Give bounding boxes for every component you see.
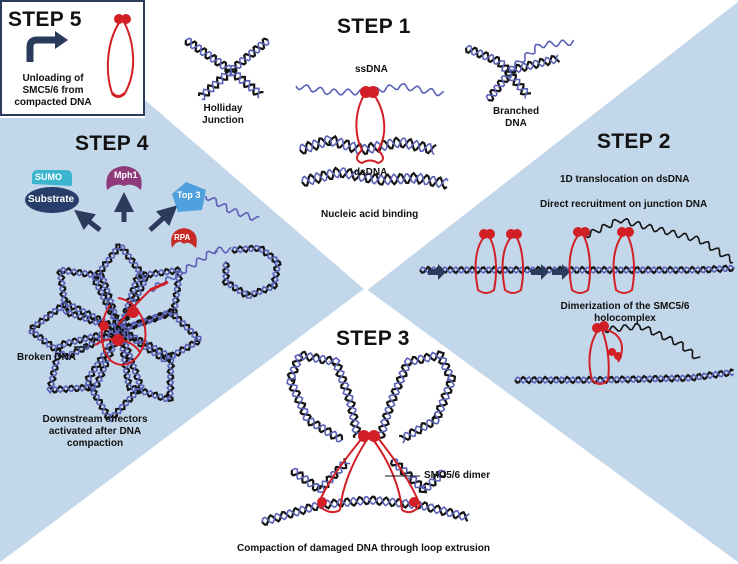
step4-loop-0-strand-b xyxy=(57,266,122,333)
step4-caption-line2: activated after DNA xyxy=(48,426,142,437)
step2-smc-rings xyxy=(474,227,636,385)
branched-arm1-strand-b xyxy=(465,44,529,99)
step4-loop-4-strand-b xyxy=(117,329,175,403)
step1-smc-complex xyxy=(355,86,386,165)
step5-smc-ring xyxy=(106,14,135,98)
step2-line2: Direct recruitment on junction DNA xyxy=(540,199,708,210)
substrate-shape xyxy=(25,187,79,213)
dsdna-top-strand-b xyxy=(299,135,435,156)
step2-track-strand-b xyxy=(419,264,735,275)
step5-caption-line1: Unloading of xyxy=(22,73,84,84)
step4-caption: Downstream effectors activated after DNA… xyxy=(30,414,160,450)
step4-loop-6-strand-a xyxy=(46,326,123,394)
step3-caption: Compaction of damaged DNA through loop e… xyxy=(237,543,490,554)
step4-effector-arrows xyxy=(74,192,178,232)
branched-line2: DNA xyxy=(505,118,527,129)
step4-smc-complexes xyxy=(94,280,169,366)
holliday-junction-label: Holliday Junction xyxy=(193,103,253,127)
dsdna-label: dsDNA xyxy=(354,167,388,178)
step5-caption-line3: compacted DNA xyxy=(14,97,92,108)
holliday-line1: Holliday xyxy=(203,103,243,114)
step1-title: STEP 1 xyxy=(337,15,411,38)
step2-panel xyxy=(365,0,738,564)
step2-loop xyxy=(584,217,734,264)
step4-loop-1-strand-b xyxy=(92,244,147,331)
holliday-arm2-strand-a xyxy=(197,37,269,97)
step2-line1: 1D translocation on dsDNA xyxy=(560,174,690,185)
dsdna-bottom-strand-a xyxy=(301,166,448,190)
broken-dna-label: Broken DNA xyxy=(17,352,76,363)
step3-base-strand-b xyxy=(261,495,470,524)
step3-right-arm-strand-b xyxy=(391,458,446,491)
dsdna-top-strand-a xyxy=(299,134,437,155)
ssdna-label: ssDNA xyxy=(355,64,388,75)
step4-loop-5-strand-b xyxy=(84,329,145,423)
branched-arm1-strand-a xyxy=(464,46,531,96)
step5-turn-arrowhead xyxy=(55,31,68,49)
sumo-shape xyxy=(32,170,72,186)
step3-loop-left-strand-b xyxy=(286,351,362,443)
divider-lower-left xyxy=(0,288,366,564)
step3-loop-right-strand-b xyxy=(376,351,455,444)
step3-right-arm-strand-a xyxy=(390,459,447,494)
mph1-label: Mph1 xyxy=(114,170,138,180)
holliday-arm2-strand-b xyxy=(201,39,270,101)
divider-lower-right xyxy=(364,288,738,564)
step2-title: STEP 2 xyxy=(597,130,671,153)
step3-loop-left-strand-a xyxy=(286,350,362,441)
step4-circle-strand-a xyxy=(221,244,282,298)
step4-title: STEP 4 xyxy=(75,132,149,155)
rpa-shape xyxy=(171,228,197,248)
step2-dimer-line2: holocomplex xyxy=(594,313,656,324)
rpa-label: RPA xyxy=(174,233,191,242)
step3-title: STEP 3 xyxy=(336,327,410,350)
step3-base-strand-a xyxy=(261,495,469,526)
top3-label: Top 3 xyxy=(177,190,201,200)
smc56-dimer-label: SMC5/6 dimer xyxy=(424,470,491,481)
step2-lower-strand-b xyxy=(514,369,735,385)
step5-caption-line2: SMC5/6 from xyxy=(22,85,84,96)
branched-arm2-strand-b xyxy=(485,54,559,101)
dna-strands xyxy=(28,37,735,526)
step1-caption: Nucleic acid binding xyxy=(321,209,419,220)
step2-track-strand-a xyxy=(419,264,735,275)
top3-tail xyxy=(205,195,260,222)
divider-upper-right xyxy=(364,0,738,292)
step4-caption-line1: Downstream effectors xyxy=(42,414,148,425)
step2-dimer-line1: Dimerization of the SMC5/6 xyxy=(560,301,690,312)
substrate-label: Substrate xyxy=(28,194,75,205)
dsdna-bottom-strand-b xyxy=(301,167,449,189)
step2-dimer-caption: Dimerization of the SMC5/6 holocomplex xyxy=(550,301,700,325)
step5-title: STEP 5 xyxy=(8,8,82,31)
top3-shape xyxy=(172,182,206,212)
branched-dna-label: Branched DNA xyxy=(488,106,544,130)
step4-loop-4-strand-a xyxy=(116,328,176,403)
holliday-line2: Junction xyxy=(202,115,244,126)
step2-lower-loop xyxy=(603,322,701,360)
step3-smc-dimer xyxy=(317,430,421,514)
branched-ss xyxy=(509,39,575,72)
step5-caption: Unloading of SMC5/6 from compacted DNA xyxy=(4,73,102,109)
step4-loop-3-strand-b xyxy=(119,310,202,363)
step4-circle-strand-b xyxy=(222,244,281,299)
step5-turn-arrow xyxy=(26,36,56,62)
step3-loop-right-strand-a xyxy=(377,350,457,441)
mph1-shape xyxy=(106,166,142,190)
step4-caption-line3: compaction xyxy=(66,438,124,449)
holliday-arm1-strand-b xyxy=(185,37,260,99)
step2-translocation-arrows xyxy=(428,264,570,280)
step4-loop-6-strand-b xyxy=(46,328,121,395)
sumo-label: SUMO xyxy=(35,172,62,182)
branched-line1: Branched xyxy=(492,106,540,117)
step4-loop-1-strand-a xyxy=(92,243,150,332)
